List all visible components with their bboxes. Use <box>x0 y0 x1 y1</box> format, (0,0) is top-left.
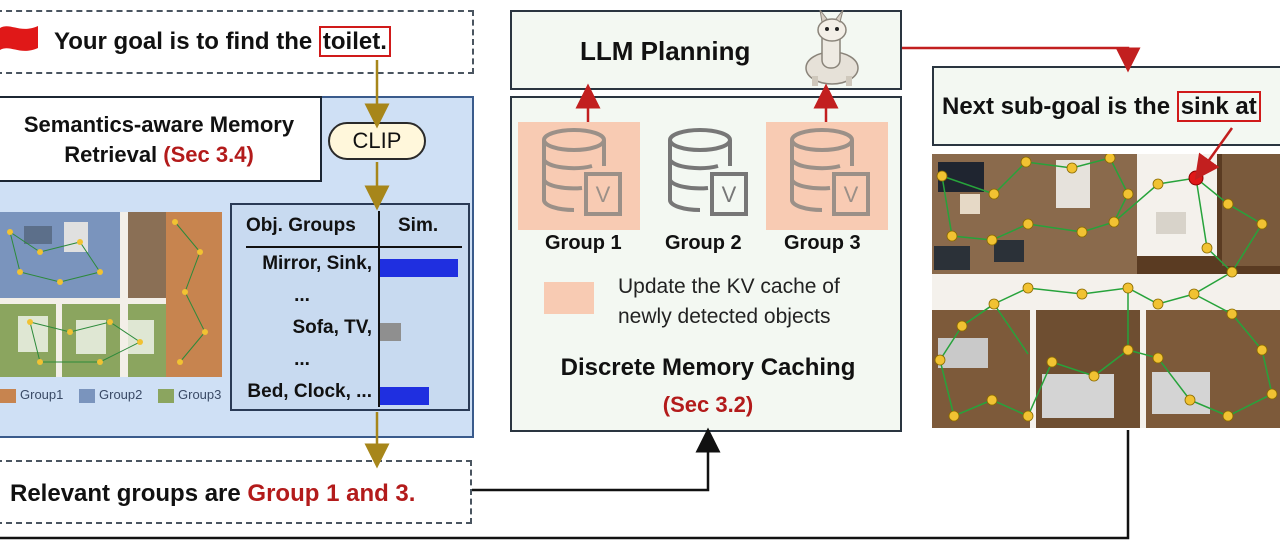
column-divider <box>378 211 380 407</box>
caching-title: Discrete Memory Caching <box>560 354 856 381</box>
svg-text:V: V <box>722 182 737 207</box>
relevant-groups: Group 1 and 3. <box>247 480 416 507</box>
legend-group3: Group3 <box>178 387 222 402</box>
table-row-label: Sofa, TV, <box>292 317 372 338</box>
relevant-prefix: Relevant groups are <box>10 480 248 507</box>
retrieval-title-1: Semantics-aware Memory <box>23 112 295 137</box>
group2-label: Group 2 <box>665 232 742 254</box>
goal-prefix: Your goal is to find the <box>54 28 319 55</box>
legend-group2: Group2 <box>99 387 143 402</box>
col-header-sim: Sim. <box>398 215 439 236</box>
kv-update-swatch <box>544 282 594 314</box>
arrow-relevant-to-caching <box>472 427 721 492</box>
col-header-groups: Obj. Groups <box>246 215 356 236</box>
goal-target: toilet. <box>318 26 391 57</box>
goal-text: Your goal is to find the toilet. <box>54 26 391 57</box>
group-legend: Group1 Group2 Group3 <box>0 387 221 403</box>
navigation-floor-map <box>932 154 1280 428</box>
database-icon-group1: V <box>542 128 622 216</box>
subgoal-target: sink at <box>1176 91 1261 122</box>
subgoal-box: Next sub-goal is the sink at <box>932 66 1280 146</box>
svg-text:V: V <box>844 182 859 207</box>
subgoal-prefix: Next sub-goal is the <box>942 93 1177 120</box>
legend-group1: Group1 <box>20 387 64 402</box>
table-row-label: Bed, Clock, ... <box>247 381 372 402</box>
kv-update-legend: Update the KV cache of newly detected ob… <box>618 272 840 332</box>
clip-pill: CLIP <box>328 122 426 160</box>
group1-swatch <box>0 388 16 403</box>
group1-label: Group 1 <box>545 232 622 254</box>
similarity-bar <box>380 387 429 405</box>
caching-sec: (Sec 3.2) <box>662 392 754 417</box>
retrieval-title-box: Semantics-aware Memory Retrieval (Sec 3.… <box>0 96 322 182</box>
similarity-bar <box>380 259 458 277</box>
goal-box: Your goal is to find the toilet. <box>0 10 474 74</box>
group3-swatch <box>158 388 174 403</box>
header-underline <box>246 246 462 248</box>
table-row-ellipsis: ... <box>294 285 310 306</box>
table-row-ellipsis: ... <box>294 349 310 370</box>
retrieval-title-2: Retrieval <box>64 142 164 167</box>
svg-text:V: V <box>596 182 611 207</box>
table-row-label: Mirror, Sink, <box>262 253 372 274</box>
arrow-planning-to-subgoal <box>902 46 1141 73</box>
group3-label: Group 3 <box>784 232 861 254</box>
relevant-groups-box: Relevant groups are Group 1 and 3. <box>0 460 472 524</box>
database-icon-group2: V <box>668 128 748 216</box>
llama-icon <box>805 10 859 86</box>
similarity-bar <box>380 323 401 341</box>
group2-swatch <box>79 388 95 403</box>
semantic-floor-map <box>0 212 222 377</box>
red-flag-icon <box>0 26 38 51</box>
database-icon-group3: V <box>790 128 870 216</box>
similarity-table: Obj. Groups Sim. Mirror, Sink,... Sofa, T… <box>230 203 470 411</box>
retrieval-sec: (Sec 3.4) <box>163 142 254 167</box>
kv-legend-line2: newly detected objects <box>618 305 831 328</box>
llm-planning-title: LLM Planning <box>580 36 751 66</box>
sink-target-marker <box>1188 170 1204 186</box>
kv-legend-line1: Update the KV cache of <box>618 275 840 298</box>
